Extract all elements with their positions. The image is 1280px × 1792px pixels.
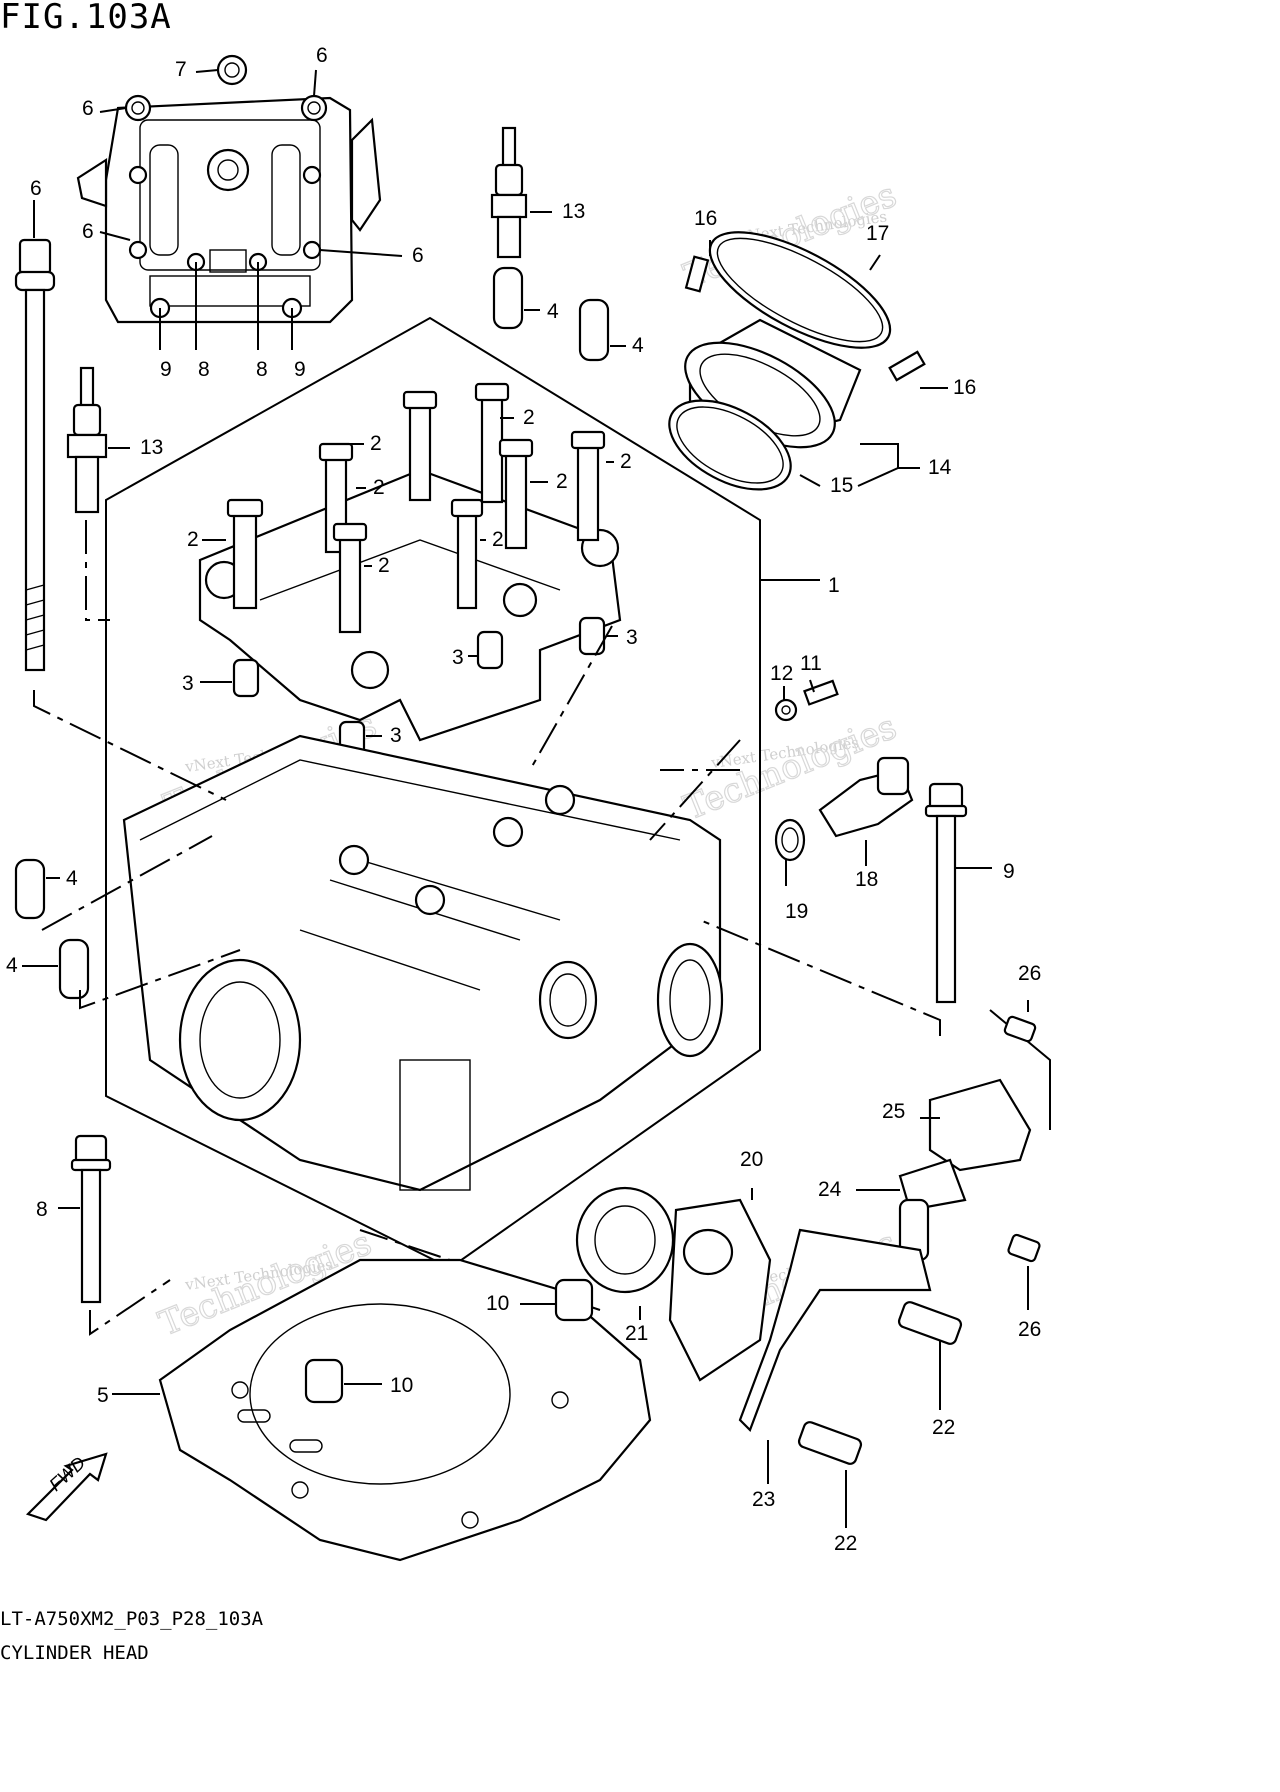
callout-c22b: 22 <box>834 1532 857 1555</box>
callout-c5: 5 <box>97 1384 109 1407</box>
callout-c8c: 8 <box>36 1198 48 1221</box>
callout-c2g: 2 <box>378 554 390 577</box>
callout-c8a: 8 <box>198 358 210 381</box>
callout-c3d: 3 <box>390 724 402 747</box>
figure-title: FIG.103A <box>0 0 172 37</box>
stud-bolt-6 <box>14 200 56 672</box>
callout-c2e: 2 <box>620 450 632 473</box>
callout-c6e: 6 <box>412 244 424 267</box>
callout-c4d: 4 <box>6 954 18 977</box>
fwd-arrow-icon: FWD <box>25 1452 108 1522</box>
callout-c16b: 16 <box>953 376 976 399</box>
callout-c6c: 6 <box>30 177 42 200</box>
bolt-9-right <box>924 782 992 1004</box>
callout-c10b: 10 <box>390 1374 413 1397</box>
callout-c2c: 2 <box>373 476 385 499</box>
callout-c17: 17 <box>866 222 889 245</box>
intake-pipe-assembly <box>668 231 948 491</box>
spark-plug-13-left <box>66 366 130 621</box>
cylinder-head-top-view <box>76 54 403 350</box>
callout-c25: 25 <box>882 1100 905 1123</box>
cylinder-head-outline <box>105 316 820 1270</box>
callout-c21: 21 <box>625 1322 648 1345</box>
callout-c4a: 4 <box>547 300 559 323</box>
callout-c13b: 13 <box>140 436 163 459</box>
callout-c3b: 3 <box>452 646 464 669</box>
callout-c9b: 9 <box>294 358 306 381</box>
callout-c12: 12 <box>770 662 793 685</box>
head-gasket <box>112 1258 652 1562</box>
callout-c16a: 16 <box>694 207 717 230</box>
caption: CYLINDER HEAD <box>0 1642 149 1664</box>
callout-c2f: 2 <box>187 528 199 551</box>
callout-c13a: 13 <box>562 200 585 223</box>
cylinder-head-body <box>122 734 724 1192</box>
dowel-pins-3 <box>200 616 618 760</box>
callout-c26a: 26 <box>1018 962 1041 985</box>
callout-c9c: 9 <box>1003 860 1015 883</box>
callout-c1: 1 <box>828 574 840 597</box>
bolt-8-lower <box>58 1134 112 1304</box>
callout-c8b: 8 <box>256 358 268 381</box>
tensioner-assembly <box>856 1000 1051 1310</box>
callout-c10a: 10 <box>486 1292 509 1315</box>
sensor-assembly <box>774 679 914 886</box>
spark-plug-13-top <box>490 126 552 259</box>
callout-c3a: 3 <box>626 626 638 649</box>
callout-c14: 14 <box>928 456 952 479</box>
bolts-2 <box>202 382 614 634</box>
callout-c7: 7 <box>175 58 187 81</box>
callout-c2h: 2 <box>492 528 504 551</box>
callout-c11: 11 <box>800 652 822 675</box>
model-code: LT-A750XM2_P03_P28_103A <box>0 1608 264 1630</box>
callout-c6d: 6 <box>82 220 94 243</box>
callout-c2a: 2 <box>370 432 382 455</box>
callout-c22a: 22 <box>932 1416 955 1439</box>
callout-c24: 24 <box>818 1178 842 1201</box>
callout-c18: 18 <box>855 868 878 891</box>
callout-c4c: 4 <box>66 867 78 890</box>
callout-c4b: 4 <box>632 334 644 357</box>
callout-c15: 15 <box>830 474 853 497</box>
callout-c23: 23 <box>752 1488 775 1511</box>
dowel-pins-4 <box>14 266 626 1000</box>
callout-c2b: 2 <box>523 406 535 429</box>
callout-c26b: 26 <box>1018 1318 1041 1341</box>
callout-c19: 19 <box>785 900 808 923</box>
dowel-pins-10 <box>304 1278 594 1404</box>
callout-c6b: 6 <box>316 44 328 67</box>
callout-c3c: 3 <box>182 672 194 695</box>
callout-c6a: 6 <box>82 97 94 120</box>
thermostat-group <box>575 1186 963 1528</box>
callout-c9a: 9 <box>160 358 172 381</box>
callout-c2d: 2 <box>556 470 568 493</box>
callout-c20: 20 <box>740 1148 763 1171</box>
